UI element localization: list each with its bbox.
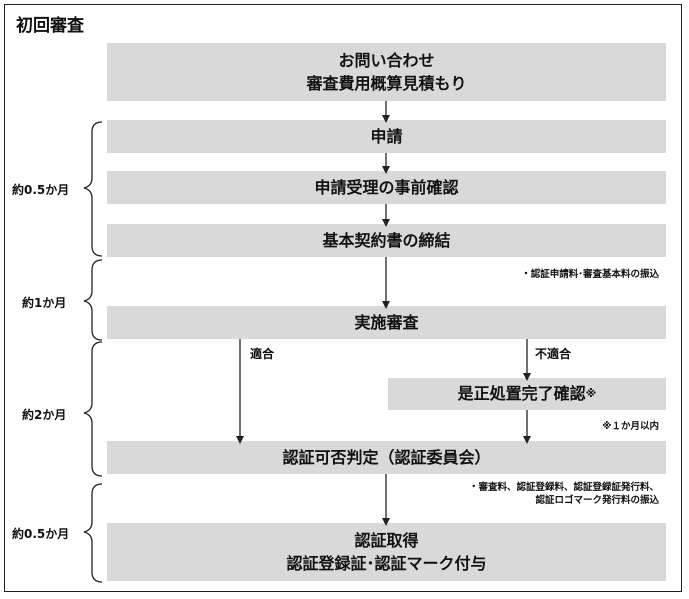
step-decision-label: 認証可否判定（認証委員会） — [282, 447, 491, 467]
branch-conform: 適合 — [250, 347, 275, 361]
step-acquire: 認証取得 認証登録証･認証マーク付与 — [107, 523, 666, 581]
step-acquire-line2: 認証登録証･認証マーク付与 — [286, 554, 487, 573]
period-label-3: 約2か月 — [22, 408, 67, 422]
step-acquire-line1: 認証取得 — [354, 530, 419, 550]
period-label-1: 約0.5か月 — [12, 183, 70, 197]
bracket-period-3 — [83, 341, 103, 477]
step-corrective: 是正処置完了確認※ — [388, 378, 666, 410]
diagram-title: 初回審査 — [16, 16, 84, 36]
bracket-period-2 — [83, 259, 103, 341]
step-contract: 基本契約書の締結 — [107, 224, 666, 257]
step-application: 申請 — [107, 120, 666, 153]
step-inquiry-line1: お問い合わせ — [338, 50, 435, 70]
step-pre-check-label: 申請受理の事前確認 — [314, 177, 459, 197]
step-pre-check: 申請受理の事前確認 — [107, 171, 666, 204]
note-fee-2: ・審査料、認証登録料、認証登録証発行料、 認証ロゴマーク発行料の振込 — [469, 482, 659, 508]
step-contract-label: 基本契約書の締結 — [322, 230, 451, 250]
step-decision: 認証可否判定（認証委員会） — [107, 441, 666, 474]
step-inquiry-line2: 審査費用概算見積もり — [306, 74, 467, 93]
period-label-4: 約0.5か月 — [12, 527, 70, 541]
note-within-month: ※１か月以内 — [602, 421, 659, 432]
step-audit-label: 実施審査 — [354, 312, 419, 332]
step-corrective-mark: ※ — [585, 387, 597, 401]
bracket-period-1 — [83, 121, 103, 257]
note-fee-2-line1: ・審査料、認証登録料、認証登録証発行料、 — [468, 482, 659, 493]
step-audit: 実施審査 — [107, 306, 666, 339]
branch-nonconform: 不適合 — [535, 347, 572, 361]
diagram-frame — [4, 4, 682, 592]
step-corrective-label: 是正処置完了確認 — [457, 384, 586, 404]
step-inquiry: お問い合わせ 審査費用概算見積もり — [107, 43, 666, 101]
step-application-label: 申請 — [370, 126, 403, 146]
period-label-2: 約1か月 — [22, 296, 67, 310]
note-fee-2-line2: 認証ロゴマーク発行料の振込 — [535, 494, 659, 506]
bracket-period-4 — [83, 483, 103, 583]
note-fee-1: ・認証申請料･審査基本料の振込 — [521, 269, 659, 280]
